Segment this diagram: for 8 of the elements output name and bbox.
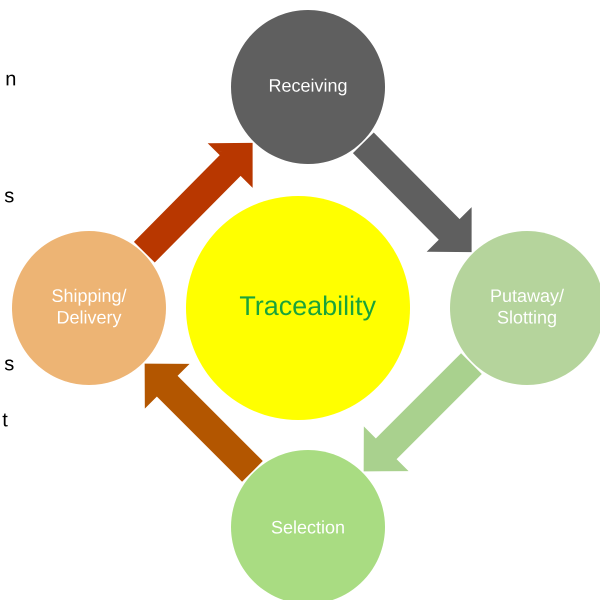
block-arrow — [352, 132, 472, 252]
block-arrow — [134, 142, 253, 262]
block-arrow — [144, 364, 263, 482]
text-fragment: n — [6, 74, 16, 86]
text-fragment: t — [2, 413, 8, 427]
block-arrow — [364, 353, 482, 472]
text-fragment: s — [4, 192, 14, 202]
text-fragment: s — [4, 360, 14, 370]
